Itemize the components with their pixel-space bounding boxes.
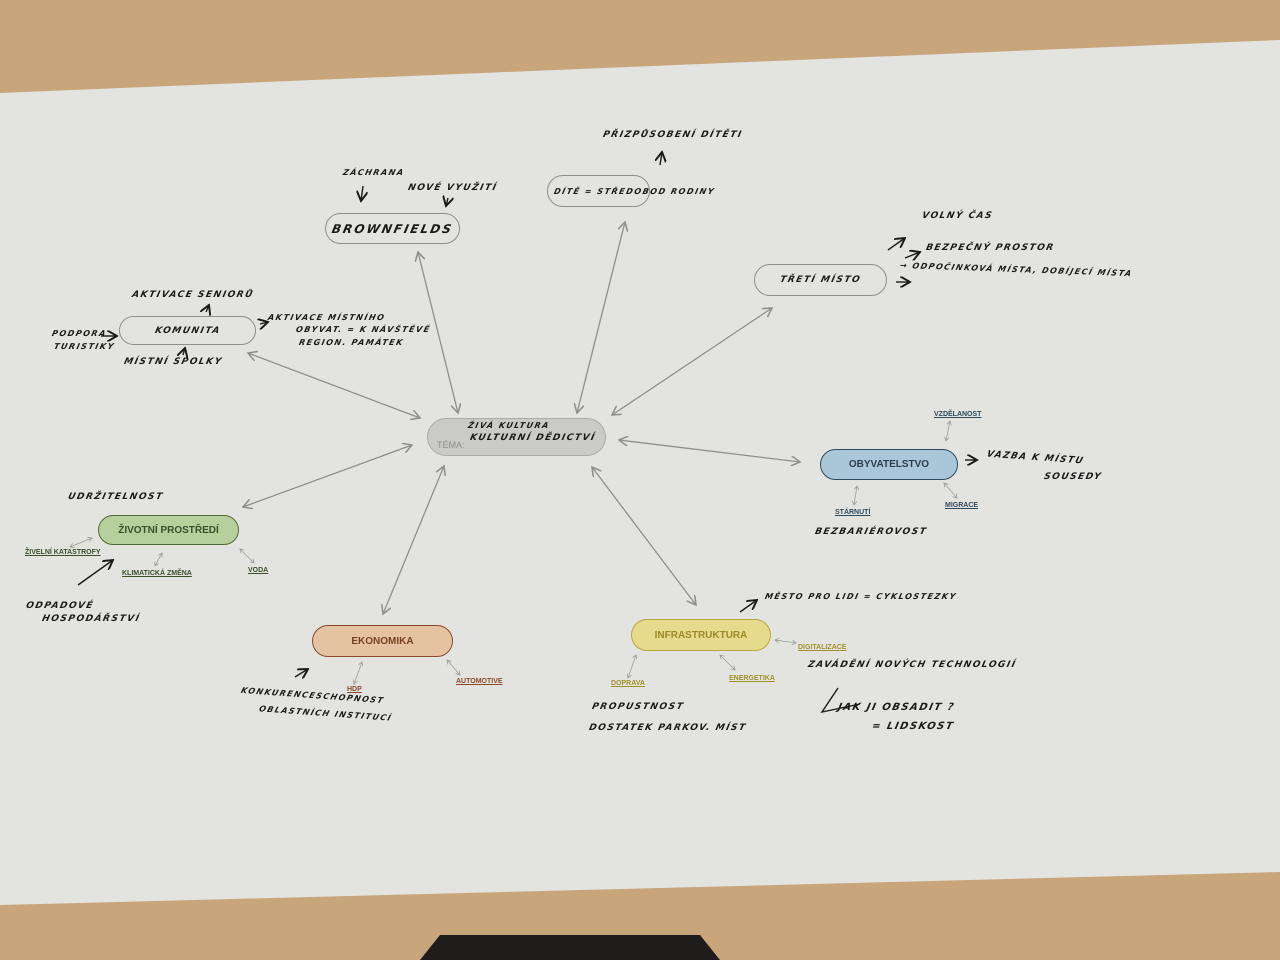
note-volny-cas: VOLNÝ ČAS [920,211,995,221]
node-komunita-label: KOMUNITA [153,325,222,336]
node-brownfields-label: BROWNFIELDS [330,221,455,236]
node-zivotni-prostredi[interactable]: ŽIVOTNÍ PROSTŘEDÍ [98,515,239,545]
note-bezbarierovost: BEZBARIÉROVOST [813,527,929,537]
note-odpadove-2: HOSPODÁŘSTVÍ [40,614,142,624]
note-odpadove-1: ODPADOVÉ [24,601,95,611]
subtopic-klimaticka-zmena: KLIMATICKÁ ZMĚNA [122,570,192,577]
subtopic-arrows [70,421,957,684]
center-topic-label: TÉMA: [437,440,465,450]
note-zachrana: ZÁCHRANA [342,168,406,177]
node-infrastruktura[interactable]: INFRASTRUKTURA [631,619,771,651]
note-vazba-2: SOUSEDY [1042,472,1103,482]
note-udrzitelnost: UDRŽITELNOST [66,492,165,502]
dark-floor [420,935,720,960]
note-aktivace-mistniho-2: OBYVAT. = K NÁVŠTĚVĚ [295,325,432,334]
center-topic-node[interactable]: TÉMA: ŽIVÁ KULTURA KULTURNÍ DĚDICTVÍ [427,418,606,456]
node-komunita[interactable]: KOMUNITA [119,316,256,345]
note-podpora-1: PODPORA [51,329,108,338]
note-prizpusobeni: PŘIZPŮSOBENÍ DÍTĚTI [601,130,744,140]
note-jak-vyuzit: JAK JI OBSADIT ? [836,702,956,713]
subtopic-hdp: HDP [347,686,362,693]
note-bezpecny-prostor: BEZPEČNÝ PROSTOR [924,243,1056,253]
note-lidskost: = LIDSKOST [870,721,956,732]
node-dite-label: DÍTĚ = STŘEDOBOD RODINY [553,186,716,196]
node-infrastruktura-label: INFRASTRUKTURA [654,629,748,641]
subtopic-migrace: MIGRACE [945,502,979,509]
note-aktivace-senioru: AKTIVACE SENIORŮ [130,290,255,300]
node-obyvatelstvo[interactable]: OBYVATELSTVO [820,449,958,480]
note-zavadeni: ZAVÁDĚNÍ NOVÝCH TECHNOLOGIÍ [806,660,1018,670]
note-dostatek-parkovani: DOSTATEK PARKOV. MÍST [587,723,748,733]
subtopic-digitalizace: DIGITALIZACE [798,644,847,651]
node-dite[interactable]: DÍTĚ = STŘEDOBOD RODINY [547,175,716,207]
center-topic-line2: KULTURNÍ DĚDICTVÍ [468,433,597,443]
node-zivotni-prostredi-label: ŽIVOTNÍ PROSTŘEDÍ [118,524,219,536]
subtopic-voda: VODA [248,567,269,574]
note-mistni-spolky: MÍSTNÍ SPOLKY [122,357,224,367]
subtopic-vzdelanost: VZDĚLANOST [934,411,982,418]
node-treti-misto-label: TŘETÍ MÍSTO [778,275,863,285]
node-ekonomika[interactable]: EKONOMIKA [312,625,453,657]
node-obyvatelstvo-label: OBYVATELSTVO [848,459,930,470]
node-treti-misto[interactable]: TŘETÍ MÍSTO [754,264,887,296]
node-brownfields[interactable]: BROWNFIELDS [325,213,460,244]
note-aktivace-mistniho-3: REGION. PAMÁTEK [298,338,405,347]
subtopic-zivelni-katastrofy: ŽIVELNÍ KATASTROFY [25,549,101,556]
note-aktivace-mistniho-1: AKTIVACE MÍSTNÍHO [267,313,387,322]
note-nove-vyuziti: NOVÉ VYUŽITÍ [406,183,499,193]
connector-arrows [243,222,800,614]
subtopic-starnuti: STÁRNUTÍ [835,509,871,516]
handwritten-arrows [77,152,977,714]
note-propustnost: PROPUSTNOST [590,702,686,712]
note-podpora-2: TURISTIKY [53,342,116,351]
subtopic-energetika: ENERGETIKA [729,675,775,682]
subtopic-doprava: DOPRAVA [611,680,645,687]
subtopic-automotive: AUTOMOTIVE [456,678,503,685]
note-mesto-pro-lidi: MĚSTO PRO LIDI = CYKLOSTEZKY [764,592,958,601]
center-topic-line1: ŽIVÁ KULTURA [467,421,551,430]
node-ekonomika-label: EKONOMIKA [351,635,414,647]
